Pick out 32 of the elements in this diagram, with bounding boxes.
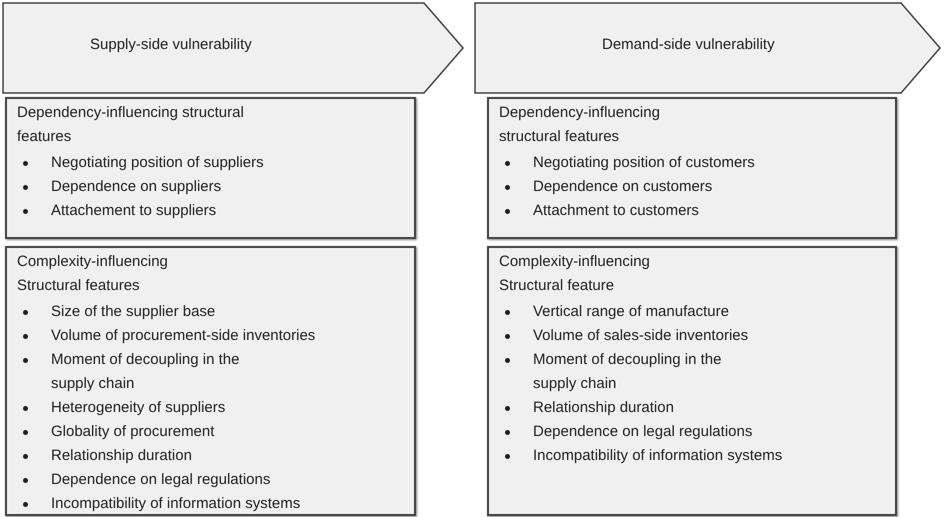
list-item: Moment of decoupling in the supply chain xyxy=(533,350,722,394)
list-item: Size of the supplier base xyxy=(51,302,216,322)
arrow-header-shape xyxy=(474,2,941,94)
list-item: Volume of procurement-side inventories xyxy=(51,326,316,346)
feature-panel xyxy=(487,246,897,516)
header-label: Demand-side vulnerability xyxy=(602,36,775,53)
list-item: Negotiating position of suppliers xyxy=(51,153,264,173)
list-item: Heterogeneity of suppliers xyxy=(51,398,226,418)
feature-panel xyxy=(5,246,416,516)
header-label: Supply-side vulnerability xyxy=(90,36,252,53)
list-item: Dependence on customers xyxy=(533,177,712,197)
list-item: Volume of sales-side inventories xyxy=(533,326,748,346)
panel-heading: Complexity-influencing Structural features xyxy=(17,252,169,296)
list-item: Incompatibility of information systems xyxy=(51,494,300,514)
panel-heading: Complexity-influencing Structural feature xyxy=(499,252,651,296)
feature-panel xyxy=(487,97,897,239)
feature-panel xyxy=(5,97,416,239)
panel-heading: Dependency-influencing structural features xyxy=(499,103,661,147)
list-item: Attachement to suppliers xyxy=(51,201,216,221)
list-item: Moment of decoupling in the supply chain xyxy=(51,350,240,394)
list-item: Relationship duration xyxy=(533,398,674,418)
list-item: Dependence on legal regulations xyxy=(533,422,752,442)
list-item: Relationship duration xyxy=(51,446,192,466)
list-item: Globality of procurement xyxy=(51,422,214,442)
list-item: Incompatibility of information systems xyxy=(533,446,782,466)
arrow-header-shape xyxy=(2,2,464,94)
list-item: Attachment to customers xyxy=(533,201,699,221)
panel-heading: Dependency-influencing structural features xyxy=(17,103,245,147)
list-item: Vertical range of manufacture xyxy=(533,302,729,322)
list-item: Dependence on legal regulations xyxy=(51,470,270,490)
list-item: Dependence on suppliers xyxy=(51,177,222,197)
list-item: Negotiating position of customers xyxy=(533,153,755,173)
